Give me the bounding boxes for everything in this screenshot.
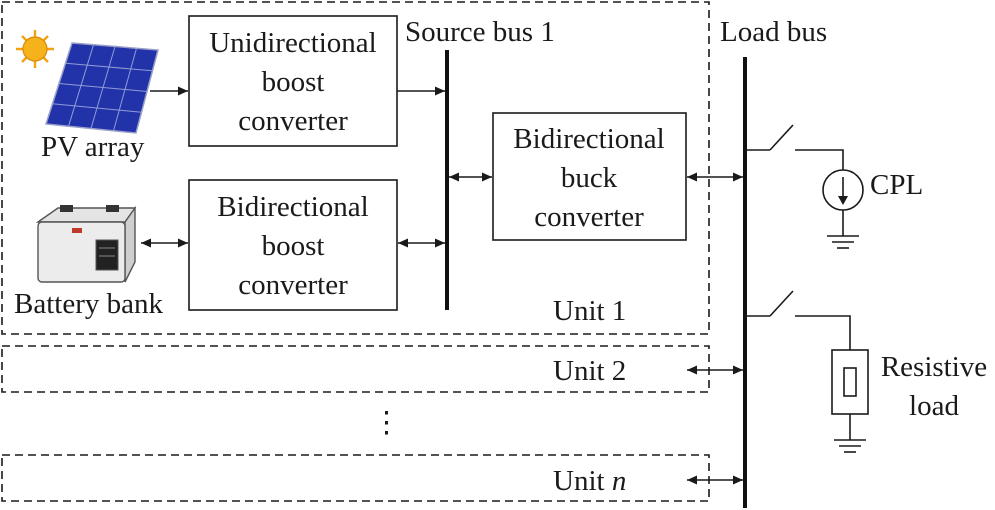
sun-icon: [16, 30, 54, 68]
resistive-load-label-line1: Resistive: [881, 351, 987, 383]
bidirectional-boost-line2: boost: [262, 230, 325, 262]
switch-icon: [769, 124, 794, 151]
unidirectional-boost-line1: Unidirectional: [209, 27, 377, 59]
pv-panel-icon: [45, 42, 159, 134]
battery-icon: [35, 205, 137, 283]
pv-array-label: PV array: [41, 131, 145, 163]
bidirectional-boost-line1: Bidirectional: [217, 191, 368, 223]
battery-bank-label: Battery bank: [14, 288, 163, 320]
unidirectional-boost-line2: boost: [262, 66, 325, 98]
unit2-label: Unit 2: [553, 355, 626, 387]
ground-icon: [834, 439, 866, 453]
bidirectional-buck-line3: converter: [534, 201, 644, 233]
switch-icon: [769, 290, 794, 317]
bidirectional-boost-line3: converter: [238, 269, 348, 301]
cpl-branch: [745, 124, 864, 249]
ground-icon: [827, 235, 859, 249]
unit1-label: Unit 1: [553, 295, 626, 327]
unitn-index: n: [612, 465, 627, 497]
bidirectional-buck-converter-box: [492, 112, 687, 241]
vertical-ellipsis: ⋮: [372, 407, 401, 439]
cpl-label: CPL: [870, 169, 923, 201]
bidirectional-buck-line2: buck: [561, 162, 618, 194]
source-bus-label: Source bus 1: [405, 16, 555, 48]
unit1-enclosure: [1, 1, 710, 335]
bidirectional-boost-converter-box: [188, 179, 398, 311]
resistor-icon: [831, 349, 869, 415]
resistive-load-label-line2: load: [909, 390, 959, 422]
load-bus-label: Load bus: [720, 16, 827, 48]
resistive-load-branch: [745, 290, 869, 453]
unidirectional-boost-line3: converter: [238, 105, 348, 137]
unitn-label: Unit n: [553, 465, 626, 497]
unidirectional-boost-converter-box: [188, 15, 398, 147]
bidirectional-buck-line1: Bidirectional: [513, 123, 664, 155]
